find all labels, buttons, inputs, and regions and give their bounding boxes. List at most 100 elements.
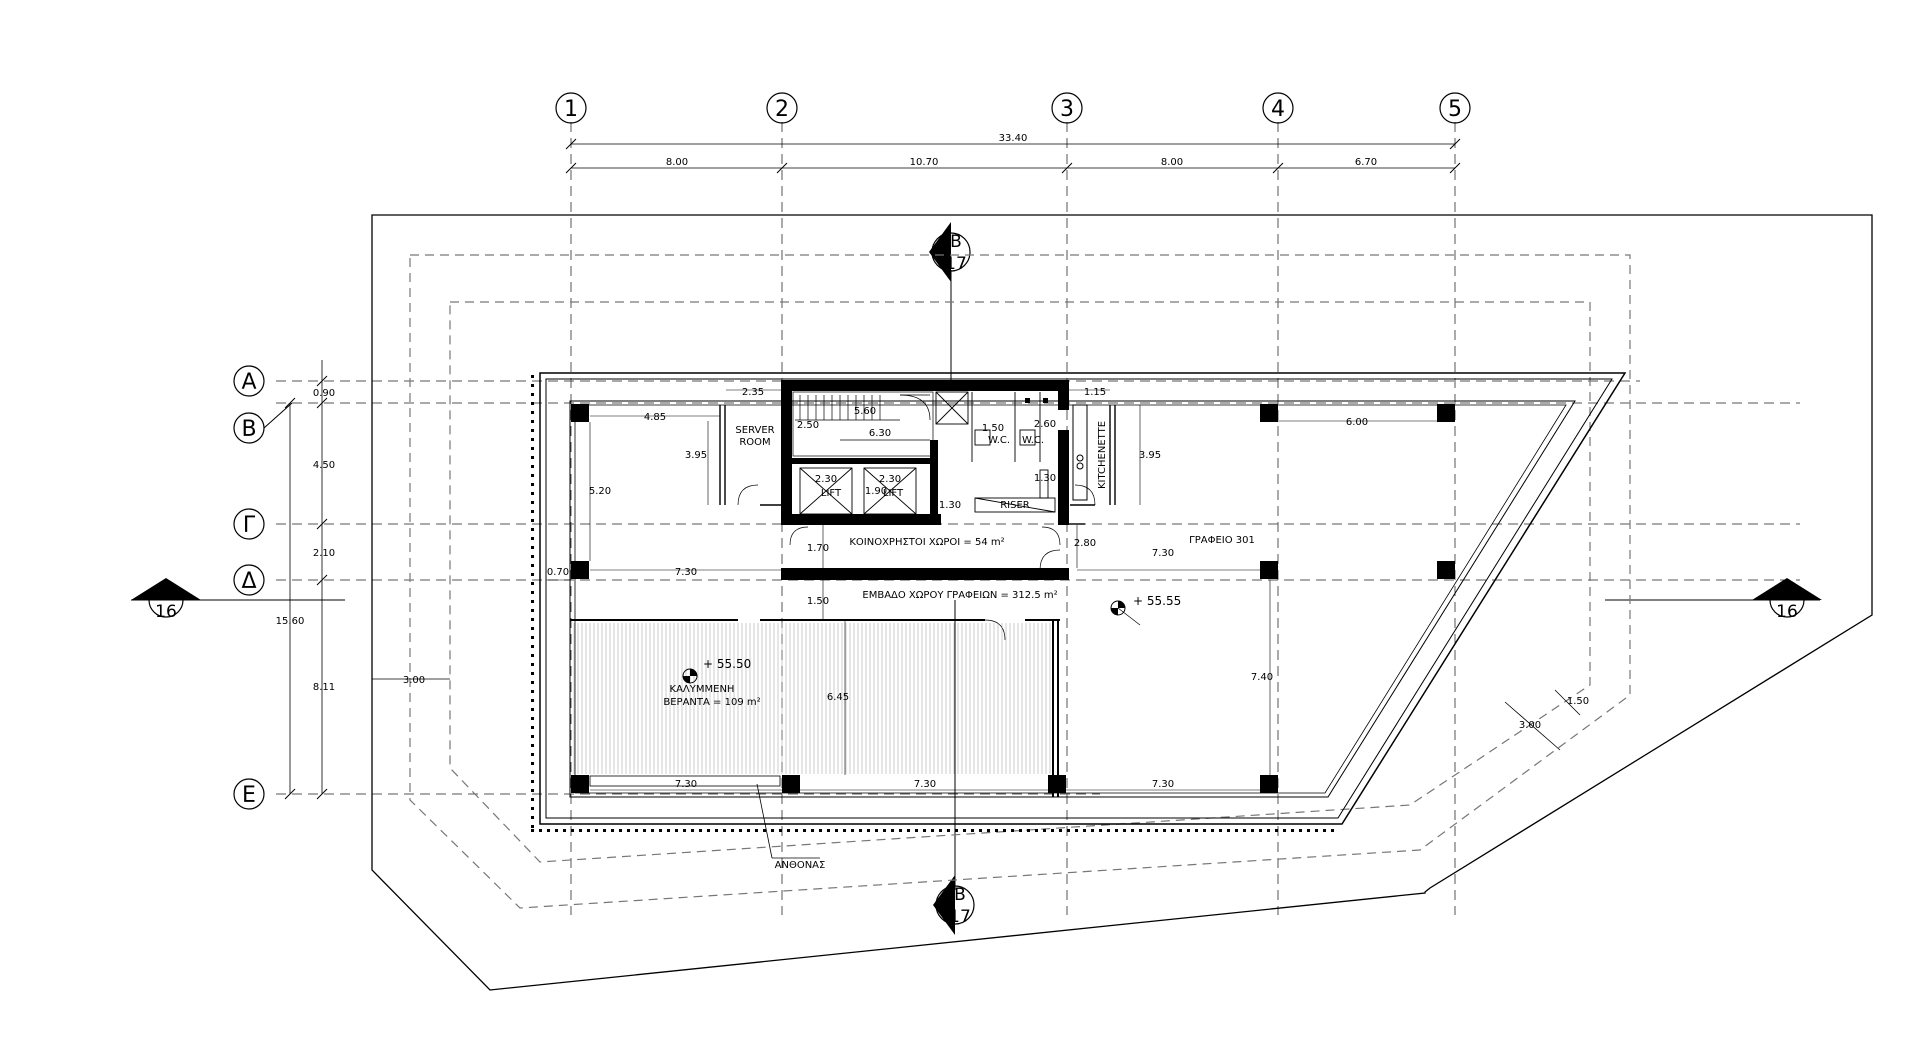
dim-2-35: 2.35 (742, 387, 764, 398)
railing-dot (1091, 829, 1094, 832)
railing-dot (531, 465, 534, 468)
railing-dot (1099, 829, 1102, 832)
railing-dot (1139, 829, 1142, 832)
railing-dot (755, 829, 758, 832)
railing-dot (819, 829, 822, 832)
railing-dot (627, 829, 630, 832)
planter-leader (756, 783, 773, 859)
dim-6-00: 6.00 (1346, 417, 1368, 428)
railing-dot (971, 829, 974, 832)
dim-bay-2: 10.70 (910, 157, 939, 168)
railing-dot (531, 771, 534, 774)
railing-dot (643, 829, 646, 832)
wc-label-2: W.C. (1022, 435, 1044, 446)
server-room-label-1: SERVER (735, 425, 774, 436)
railing-dot (531, 825, 534, 828)
dim-bay-3: 8.00 (1161, 157, 1183, 168)
dim-setback-left: 3.00 (403, 675, 425, 686)
railing-dot (531, 456, 534, 459)
dim-5-20: 5.20 (589, 486, 611, 497)
grid-row-bubbles: Α Β Γ Δ Ε (233, 365, 293, 810)
railing-dot (531, 528, 534, 531)
railing-dot (1115, 829, 1118, 832)
planter-hatch (589, 775, 781, 787)
dim-6-30: 6.30 (869, 428, 891, 439)
railing-dot (531, 537, 534, 540)
railing-dot (1211, 829, 1214, 832)
railing-dot (531, 717, 534, 720)
railing-dot (963, 829, 966, 832)
railing-dot (731, 829, 734, 832)
railing-dot (1067, 829, 1070, 832)
railing-dot (763, 829, 766, 832)
railing-dot (1107, 829, 1110, 832)
railing-dot (1163, 829, 1166, 832)
railing-dot (1075, 829, 1078, 832)
railing-dot (531, 609, 534, 612)
dim-1-70: 1.70 (807, 543, 829, 554)
riser-label: RISER (1000, 500, 1030, 511)
railing-dot (1179, 829, 1182, 832)
railing-dot (787, 829, 790, 832)
railing-dot (1035, 829, 1038, 832)
railing-dot (891, 829, 894, 832)
railing-dot (987, 829, 990, 832)
grid-lines (276, 122, 1800, 915)
dim-2-30-a: 2.30 (815, 474, 837, 485)
railing-dot (531, 699, 534, 702)
railing-dot (635, 829, 638, 832)
grid-col-4: 4 (1271, 97, 1285, 122)
grid-row-d: Δ (241, 569, 256, 594)
railing-dot (595, 829, 598, 832)
railing-dot (579, 829, 582, 832)
section-b-bottom-sheet: 17 (949, 907, 971, 927)
railing-dot (531, 780, 534, 783)
railing-dot (659, 829, 662, 832)
railing-dot (915, 829, 918, 832)
section-a-left: A 16 (131, 578, 345, 622)
railing-dot (1195, 829, 1198, 832)
section-b-bottom-letter: B (954, 885, 966, 905)
railing-dot (531, 798, 534, 801)
railing-dot (531, 753, 534, 756)
railing-dot (531, 636, 534, 639)
setback-line-outer (409, 254, 1631, 909)
kitchenette-counter (1072, 404, 1088, 501)
railing-dot (1331, 829, 1334, 832)
railing-dot (747, 829, 750, 832)
railing-dot (1155, 829, 1158, 832)
railing-dot (931, 829, 934, 832)
railing-dot (795, 829, 798, 832)
dim-setback-diag-2: 1.50 (1567, 696, 1589, 707)
railing-dot (723, 829, 726, 832)
dim-1-90: 1.90 (865, 486, 887, 497)
setback-line-inner (449, 301, 1591, 863)
dim-4-85: 4.85 (644, 412, 666, 423)
level-marker-office: + 55.55 (1110, 594, 1181, 626)
railing-dot (667, 829, 670, 832)
railing-dot (923, 829, 926, 832)
railing-dot (531, 483, 534, 486)
railing-dot (531, 438, 534, 441)
dim-7-30-b: 7.30 (675, 567, 697, 578)
railing-dot (875, 829, 878, 832)
railing-dot (827, 829, 830, 832)
office-label: ΓΡΑΦΕΙΟ 301 (1189, 535, 1255, 546)
railing-dot (995, 829, 998, 832)
railing-dot (707, 829, 710, 832)
dim-bay-4: 6.70 (1355, 157, 1377, 168)
veranda-level-text: + 55.50 (703, 657, 751, 671)
railing-dot (1235, 829, 1238, 832)
railing-dot (859, 829, 862, 832)
railing-dot (651, 829, 654, 832)
common-areas-label: ΚΟΙΝΟΧΡΗΣΤΟΙ ΧΩΡΟΙ = 54 m² (849, 537, 1004, 548)
building-outline (539, 372, 1627, 825)
railing-dot (531, 564, 534, 567)
section-b-top-letter: B (950, 232, 962, 252)
railing-dot (955, 829, 958, 832)
railing-dot (907, 829, 910, 832)
railing-dot (715, 829, 718, 832)
railing-dot (1283, 829, 1286, 832)
dim-row-2: 4.50 (313, 460, 335, 471)
